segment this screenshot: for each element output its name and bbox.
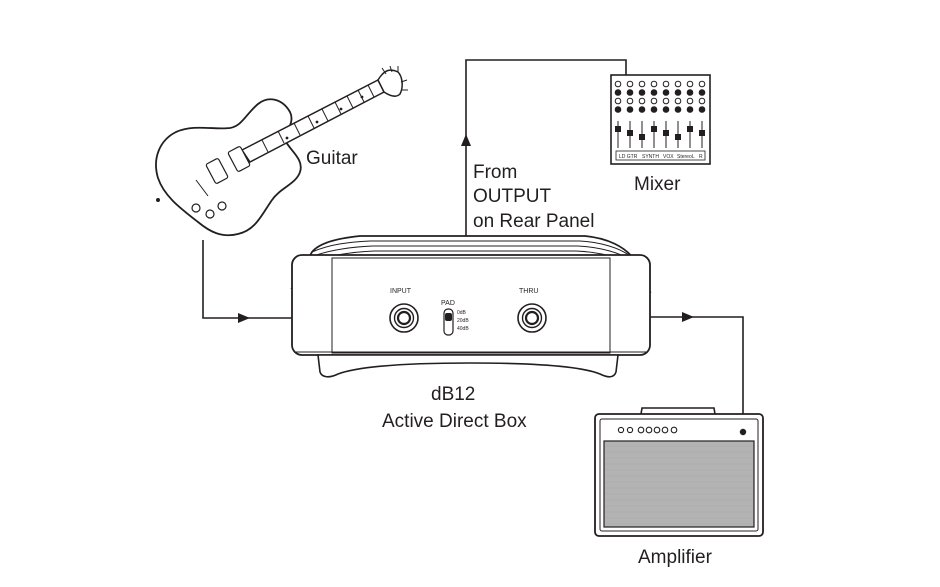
guitar-body — [155, 98, 302, 237]
mixer-knob — [698, 80, 706, 88]
pad-option-40db: 40dB — [457, 326, 469, 332]
from-output-label-line3: on Rear Panel — [473, 211, 594, 232]
mixer-fader-cap — [651, 126, 657, 132]
amplifier-label: Amplifier — [638, 547, 713, 568]
device-description-label: Active Direct Box — [382, 411, 527, 432]
guitar-pickup-bridge — [205, 158, 229, 184]
mixer-fader-cap — [675, 134, 681, 140]
mixer-strip-label: L — [692, 154, 695, 160]
mixer-knob — [698, 106, 706, 113]
output-to-mixer-cable — [461, 59, 627, 238]
mixer-knob — [614, 89, 622, 96]
mixer-strip-label: Stereo — [677, 154, 692, 160]
mixer-knob — [614, 80, 622, 88]
mixer-knob — [650, 80, 658, 88]
mixer-fader-cap — [639, 134, 645, 140]
mixer-knob — [650, 97, 658, 105]
mixer-knob — [626, 97, 634, 105]
from-output-label-line2: OUTPUT — [473, 186, 552, 207]
mixer-knob — [674, 97, 682, 105]
thru-jack-label: THRU — [519, 288, 538, 295]
mixer-fader-cap — [615, 126, 621, 132]
mixer-knob — [674, 106, 682, 113]
mixer-knob — [650, 106, 658, 113]
mixer-fader-cap — [627, 130, 633, 136]
mixer-knob — [626, 106, 634, 113]
mixer-scribble-strip: LD GTR SYNTH VOX Stereo L R — [619, 154, 703, 160]
amplifier-grille — [603, 440, 755, 528]
pad-option-20db: 20dB — [457, 318, 469, 324]
mixer-knob — [686, 97, 694, 105]
mixer-knob — [614, 97, 622, 105]
direct-box-front-panel — [291, 254, 651, 356]
amplifier-control-knobs — [617, 426, 678, 434]
mixer-knob — [662, 80, 670, 88]
direct-box-illustration: INPUT PAD 0dB 20dB 40dB THRU — [290, 235, 652, 378]
mixer-strip-label: VOX — [663, 154, 674, 160]
arrow-right-icon — [682, 312, 694, 322]
tuning-pegs — [381, 65, 408, 91]
guitar-pickup-neck — [227, 146, 251, 172]
mixer-knobs — [614, 80, 706, 113]
arrow-right-icon — [238, 313, 250, 323]
amplifier-handle — [640, 407, 716, 415]
mixer-faders — [615, 121, 705, 148]
mixer-strip-label: R — [699, 154, 703, 160]
pad-switch[interactable] — [443, 308, 454, 336]
amplifier-input-jack[interactable] — [739, 428, 747, 436]
arrow-up-icon — [461, 134, 471, 146]
input-jack-label: INPUT — [390, 288, 412, 295]
mixer-knob — [674, 89, 682, 96]
mixer-fader-cap — [663, 130, 669, 136]
device-name-label: dB12 — [431, 384, 475, 405]
mixer-knob — [686, 89, 694, 96]
mixer-knob — [626, 89, 634, 96]
guitar-inlays — [285, 95, 364, 140]
mixer-knob — [650, 89, 658, 96]
mixer-knob — [638, 89, 646, 96]
mixer-illustration: LD GTR SYNTH VOX Stereo L R — [610, 74, 711, 165]
mixer-knob — [686, 106, 694, 113]
mixer-knob — [638, 80, 646, 88]
pad-option-0db: 0dB — [457, 310, 467, 316]
guitar-frets — [261, 84, 375, 153]
mixer-knob — [638, 97, 646, 105]
guitar-knobs — [191, 201, 227, 219]
mixer-knob — [626, 80, 634, 88]
mixer-knob — [662, 89, 670, 96]
direct-box-base — [317, 354, 619, 378]
mixer-knob — [698, 97, 706, 105]
mixer-knob — [662, 106, 670, 113]
mixer-fader-cap — [699, 130, 705, 136]
guitar-label: Guitar — [306, 148, 358, 169]
amplifier-illustration — [594, 407, 764, 537]
mixer-strip-label: LD GTR — [619, 154, 638, 160]
guitar-headstock — [377, 69, 403, 97]
mixer-knob — [638, 106, 646, 113]
mixer-knob — [698, 89, 706, 96]
mixer-strip-label: SYNTH — [642, 154, 659, 160]
mixer-knob — [674, 80, 682, 88]
pad-switch-label: PAD — [441, 300, 455, 307]
from-output-label-line1: From — [473, 162, 517, 183]
input-jack[interactable] — [389, 303, 419, 333]
mixer-knob — [614, 106, 622, 113]
guitar-illustration — [155, 65, 408, 237]
mixer-knob — [686, 80, 694, 88]
mixer-label: Mixer — [634, 174, 681, 195]
thru-jack[interactable] — [517, 303, 547, 333]
mixer-knob — [662, 97, 670, 105]
mixer-fader-cap — [687, 126, 693, 132]
